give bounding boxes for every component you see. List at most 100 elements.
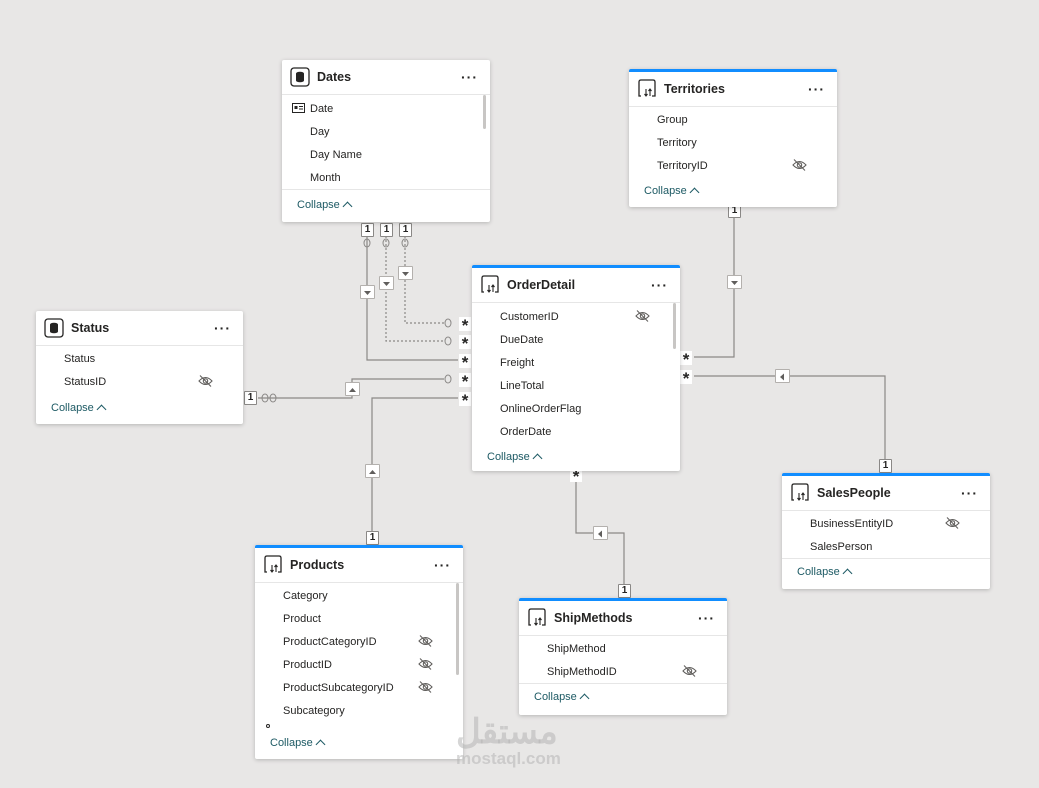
card-many-1: * — [459, 317, 471, 334]
more-options-icon[interactable]: ··· — [651, 277, 668, 293]
chevron-up-icon — [842, 568, 853, 579]
card-one-salespeople: 1 — [879, 459, 892, 473]
field-row-partial[interactable] — [255, 722, 463, 732]
field-row[interactable]: Category — [255, 584, 463, 607]
table-title: Territories — [664, 82, 725, 96]
hidden-eye-icon — [682, 665, 697, 680]
field-name: Month — [310, 171, 341, 184]
field-row[interactable]: Freight — [472, 351, 680, 374]
table-header[interactable]: Products ··· — [255, 548, 463, 583]
field-row[interactable]: Status — [36, 347, 243, 370]
collapse-button[interactable]: Collapse — [282, 194, 490, 216]
hidden-eye-icon — [418, 681, 433, 696]
table-title: ShipMethods — [554, 611, 633, 625]
more-options-icon[interactable]: ··· — [214, 320, 231, 336]
scrollbar[interactable] — [483, 95, 486, 129]
field-row[interactable]: Date — [282, 97, 490, 120]
card-many-3: * — [459, 354, 471, 371]
filter-arrow-up-icon[interactable] — [365, 464, 380, 478]
field-row[interactable]: CustomerID — [472, 305, 680, 328]
field-name: SalesPerson — [810, 540, 873, 553]
collapse-button[interactable]: Collapse — [36, 397, 243, 419]
more-options-icon[interactable]: ··· — [808, 81, 825, 97]
collapse-button[interactable]: Collapse — [629, 180, 837, 202]
field-row[interactable]: Product — [255, 607, 463, 630]
field-row[interactable]: TerritoryID — [629, 154, 837, 177]
more-options-icon[interactable]: ··· — [698, 610, 715, 626]
field-name: LineTotal — [500, 379, 545, 392]
table-territories[interactable]: Territories ··· Group Territory Territor… — [629, 69, 837, 207]
field-row[interactable]: Group — [629, 108, 837, 131]
field-row[interactable]: Month — [282, 166, 490, 189]
table-header[interactable]: Status ··· — [36, 311, 243, 346]
table-status[interactable]: Status ··· Status StatusID Collapse — [36, 311, 243, 424]
field-row[interactable]: Day Name — [282, 143, 490, 166]
field-name: ShipMethod — [547, 642, 606, 655]
field-row[interactable]: StatusID — [36, 370, 243, 393]
field-row[interactable]: OrderDate — [472, 420, 680, 443]
collapse-button[interactable]: Collapse — [782, 561, 990, 583]
field-name: ProductCategoryID — [283, 635, 377, 648]
field-row[interactable]: Subcategory — [255, 699, 463, 722]
field-row[interactable]: SalesPerson — [782, 535, 990, 558]
card-many-4: * — [459, 373, 471, 390]
field-row[interactable]: ShipMethodID — [519, 660, 727, 683]
card-many-2: * — [459, 335, 471, 352]
table-header[interactable]: OrderDetail ··· — [472, 268, 680, 303]
field-row[interactable]: ProductCategoryID — [255, 630, 463, 653]
rel-products-orderdetail — [371, 397, 458, 531]
filter-arrow-down-icon[interactable] — [360, 285, 375, 299]
field-row[interactable]: ShipMethod — [519, 637, 727, 660]
more-options-icon[interactable]: ··· — [461, 69, 478, 85]
table-orderdetail[interactable]: OrderDetail ··· CustomerID DueDate Freig… — [472, 265, 680, 471]
filter-arrow-left-icon[interactable] — [593, 526, 608, 540]
field-row[interactable]: DueDate — [472, 328, 680, 351]
field-name: Status — [64, 352, 96, 365]
card-one-status: 1 — [244, 391, 257, 405]
table-shipmethods[interactable]: ShipMethods ··· ShipMethod ShipMethodID … — [519, 598, 727, 715]
collapse-button[interactable]: Collapse — [255, 732, 463, 754]
scrollbar[interactable] — [456, 583, 459, 675]
chevron-up-icon — [315, 739, 326, 750]
field-name: Group — [657, 113, 688, 126]
field-row[interactable]: LineTotal — [472, 374, 680, 397]
table-header[interactable]: Dates ··· — [282, 60, 490, 95]
field-name: DueDate — [500, 333, 544, 346]
rel-dates-orderdetail-1 — [366, 236, 458, 361]
collapse-button[interactable]: Collapse — [472, 446, 680, 468]
hidden-eye-icon — [945, 517, 960, 532]
filter-arrow-up-icon[interactable] — [345, 382, 360, 396]
watermark-latin: mostaql.com — [456, 749, 561, 768]
field-name: Date — [310, 102, 334, 115]
filter-arrow-down-icon[interactable] — [398, 266, 413, 280]
field-row[interactable]: BusinessEntityID — [782, 512, 990, 535]
watermark-arabic: مستقل — [456, 713, 558, 751]
chevron-up-icon — [579, 693, 590, 704]
field-row[interactable]: Day — [282, 120, 490, 143]
table-dates[interactable]: Dates ··· Date Day Day Name Month Collap… — [282, 60, 490, 222]
more-options-icon[interactable]: ··· — [434, 557, 451, 573]
field-row[interactable]: ProductID — [255, 653, 463, 676]
chevron-up-icon — [532, 453, 543, 464]
hidden-eye-icon — [418, 635, 433, 650]
filter-arrow-down-icon[interactable] — [727, 275, 742, 289]
field-row[interactable]: ProductSubcategoryID — [255, 676, 463, 699]
field-row[interactable]: Territory — [629, 131, 837, 154]
field-name: Day — [310, 125, 330, 138]
table-salespeople[interactable]: SalesPeople ··· BusinessEntityID SalesPe… — [782, 473, 990, 589]
card-one-dates-3: 1 — [399, 223, 412, 237]
table-header[interactable]: ShipMethods ··· — [519, 601, 727, 636]
field-name: BusinessEntityID — [810, 517, 894, 530]
table-header[interactable]: Territories ··· — [629, 72, 837, 107]
filter-arrow-left-icon[interactable] — [775, 369, 790, 383]
table-header[interactable]: SalesPeople ··· — [782, 476, 990, 511]
collapse-button[interactable]: Collapse — [519, 686, 727, 708]
more-options-icon[interactable]: ··· — [961, 485, 978, 501]
scrollbar[interactable] — [673, 303, 676, 349]
field-row[interactable]: OnlineOrderFlag — [472, 397, 680, 420]
table-products[interactable]: Products ··· Category Product ProductCat… — [255, 545, 463, 759]
table-title: OrderDetail — [507, 278, 576, 292]
filter-arrow-down-icon[interactable] — [379, 276, 394, 290]
table-query-icon — [637, 79, 657, 99]
